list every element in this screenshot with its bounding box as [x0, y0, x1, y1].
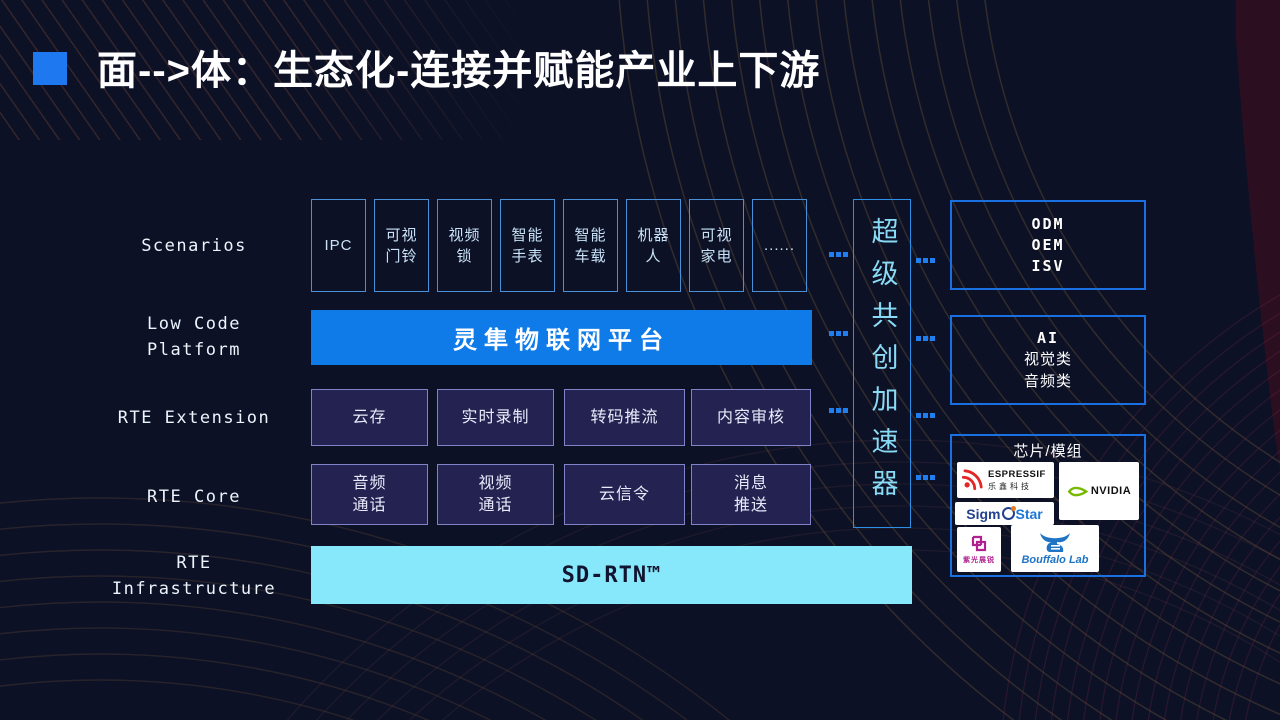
ellipsis-dots-icon	[829, 408, 848, 413]
row-label-low-code-platform: Low Code Platform	[147, 314, 241, 360]
rte-ext-box-transcode-push: 转码推流	[564, 389, 685, 446]
super-accelerator-box: 超级共创加速器	[853, 199, 911, 528]
scenario-box-smart-watch: 智能 手表	[500, 199, 555, 292]
rte-core-box-video-call: 视频 通话	[437, 464, 554, 525]
row-label-scenarios: Scenarios	[141, 236, 247, 256]
rte-ext-box-realtime-recording: 实时录制	[437, 389, 554, 446]
chips-modules-title: 芯片/模组	[1013, 443, 1083, 460]
ellipsis-dots-icon	[916, 258, 935, 263]
ellipsis-dots-icon	[916, 413, 935, 418]
sigmastar-logo: Sigm Star	[955, 502, 1054, 525]
espressif-logo: ESPRESSIF 乐鑫科技	[957, 462, 1054, 498]
rte-core-box-audio-call: 音频 通话	[311, 464, 428, 525]
sd-rtn-box: SD-RTN™	[311, 546, 912, 604]
rte-ext-box-cloud-storage: 云存	[311, 389, 428, 446]
rte-core-box-cloud-signaling: 云信令	[564, 464, 685, 525]
row-label-rte-extension: RTE Extension	[117, 408, 271, 428]
scenario-box-smart-car: 智能 车载	[563, 199, 618, 292]
unisoc-icon	[971, 535, 987, 552]
scenario-box-appliance: 可视 家电	[689, 199, 744, 292]
scenario-box-more: ......	[752, 199, 807, 292]
ellipsis-dots-icon	[916, 336, 935, 341]
iot-platform-box: 灵隼物联网平台	[311, 310, 812, 365]
ellipsis-dots-icon	[916, 475, 935, 480]
rte-core-box-message-push: 消息 推送	[691, 464, 811, 525]
sigmastar-circle-icon	[1001, 506, 1016, 520]
rte-ext-box-content-review: 内容审核	[691, 389, 811, 446]
ellipsis-dots-icon	[829, 252, 848, 257]
scenario-box-doorbell: 可视 门铃	[374, 199, 429, 292]
espressif-swirl-icon	[961, 469, 983, 491]
scenario-box-ipc: IPC	[311, 199, 366, 292]
row-label-rte-infrastructure: RTE Infrastructure	[111, 553, 277, 599]
scenario-box-robot: 机器 人	[626, 199, 681, 292]
nvidia-eye-icon	[1067, 486, 1089, 496]
row-label-rte-core: RTE Core	[147, 487, 241, 507]
diagonal-stripes-decoration	[0, 0, 540, 140]
chips-modules-box: 芯片/模组 ESPRESSIF 乐鑫科技 NVIDIA	[950, 434, 1146, 577]
odm-oem-isv-box: ODM OEM ISV	[950, 200, 1146, 290]
scenario-box-video-lock: 视频 锁	[437, 199, 492, 292]
ai-box: AI 视觉类 音频类	[950, 315, 1146, 405]
bouffalo-buffalo-icon	[1040, 532, 1070, 552]
ellipsis-dots-icon	[829, 331, 848, 336]
gold-curves-bottom-left	[0, 497, 730, 720]
unisoc-logo: 紫光展锐	[957, 527, 1001, 572]
nvidia-logo: NVIDIA	[1059, 462, 1139, 520]
bouffalo-lab-logo: Bouffalo Lab	[1011, 525, 1099, 572]
title-bullet-icon	[33, 52, 67, 85]
page-title: 面-->体：生态化-连接并赋能产业上下游	[97, 49, 821, 93]
